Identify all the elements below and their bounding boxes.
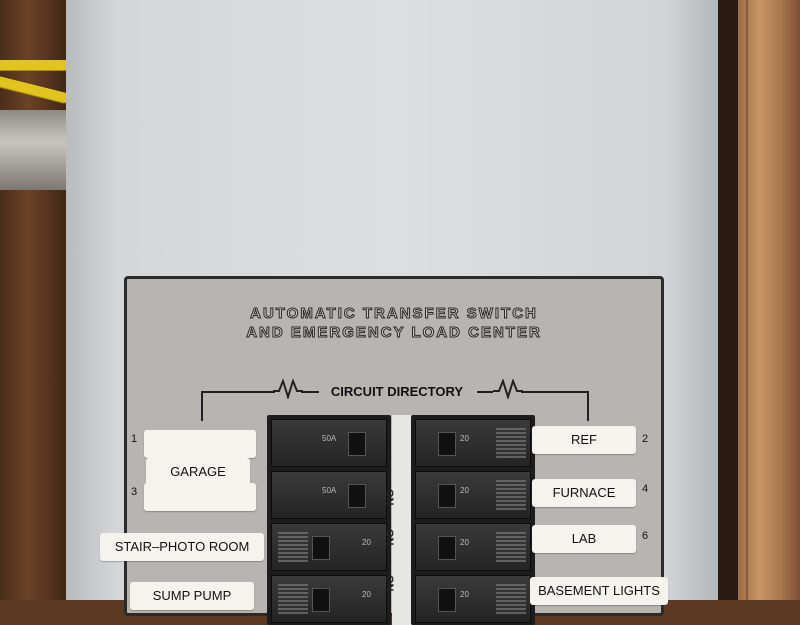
breaker[interactable]: 20 [271, 523, 387, 571]
breaker-sticker [278, 532, 308, 562]
breaker[interactable]: 20 [415, 471, 531, 519]
panel-title-line2: AND EMERGENCY LOAD CENTER [246, 324, 542, 342]
breaker[interactable]: 50A [271, 419, 387, 467]
directory-bracket-left [201, 391, 203, 421]
breaker-sticker [496, 584, 526, 614]
breaker-handle[interactable] [348, 484, 366, 508]
wall-strip [0, 110, 70, 190]
breaker-rating: 20 [460, 590, 469, 599]
wall-left [0, 0, 71, 600]
circuit-number: 1 [131, 433, 138, 445]
circuit-directory-label: CIRCUIT DIRECTORY [330, 384, 464, 399]
breaker-sticker [496, 532, 526, 562]
circuit-label-stair-photo-room: STAIR–PHOTO ROOM [100, 533, 264, 561]
breaker-handle[interactable] [312, 588, 330, 612]
zigzag-icon [493, 379, 523, 399]
breaker-rating: 20 [362, 590, 371, 599]
yellow-cable [0, 74, 71, 104]
breaker[interactable]: 20 [415, 419, 531, 467]
breaker-column-right: 20 20 20 20 [411, 415, 535, 625]
circuit-label-3 [144, 483, 256, 511]
breaker-rating: 20 [460, 486, 469, 495]
circuit-label-basement-lights: BASEMENT LIGHTS [530, 577, 668, 605]
directory-line-right-inner [477, 391, 493, 393]
on-label: ON [383, 575, 395, 592]
breaker-sticker [278, 584, 308, 614]
directory-bracket-right [587, 391, 589, 421]
breaker-handle[interactable] [348, 432, 366, 456]
on-label: ON [383, 489, 395, 506]
breaker[interactable]: 20 [415, 575, 531, 623]
circuit-number: 4 [642, 483, 649, 495]
panel-title-line1: AUTOMATIC TRANSFER SWITCH [250, 305, 538, 323]
directory-line-right [521, 391, 589, 393]
breaker-rating: 50A [322, 486, 337, 495]
breaker[interactable]: 20 [271, 575, 387, 623]
yellow-cable [0, 60, 70, 70]
on-strip [392, 415, 412, 625]
circuit-label-1 [144, 430, 256, 458]
breaker-sticker [496, 428, 526, 458]
breaker[interactable]: 20 [415, 523, 531, 571]
wall-gap [716, 0, 740, 600]
directory-line-left [201, 391, 275, 393]
breaker-rating: 50A [322, 434, 337, 443]
on-label: ON [383, 529, 395, 546]
circuit-label-sump-pump: SUMP PUMP [130, 582, 254, 610]
breaker-handle[interactable] [312, 536, 330, 560]
directory-line-left-inner [301, 391, 319, 393]
breaker-rating: 20 [460, 538, 469, 547]
breaker-handle[interactable] [438, 484, 456, 508]
circuit-label-ref: REF [532, 426, 636, 454]
circuit-number: 6 [642, 530, 649, 542]
breaker-sticker [496, 480, 526, 510]
wooden-stud [738, 0, 800, 600]
breaker-column-left: 50A 50A 20 20 [267, 415, 391, 625]
breaker-rating: 20 [362, 538, 371, 547]
circuit-label-furnace: FURNACE [532, 479, 636, 507]
breaker-rating: 20 [460, 434, 469, 443]
breaker[interactable]: 50A [271, 471, 387, 519]
zigzag-icon [273, 379, 303, 399]
circuit-label-garage: GARAGE [146, 458, 250, 486]
breaker-handle[interactable] [438, 588, 456, 612]
circuit-number: 2 [642, 433, 649, 445]
breaker-handle[interactable] [438, 536, 456, 560]
breaker-handle[interactable] [438, 432, 456, 456]
circuit-number: 3 [131, 486, 138, 498]
circuit-label-lab: LAB [532, 525, 636, 553]
